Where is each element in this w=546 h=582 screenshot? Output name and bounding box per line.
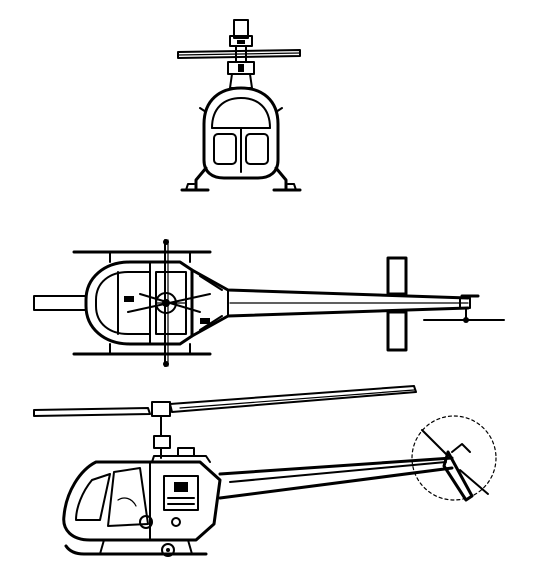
side-landing-skids — [64, 539, 208, 557]
side-view — [33, 385, 497, 557]
front-fuselage — [199, 86, 283, 180]
side-cabin — [62, 460, 222, 542]
front-landing-skids — [180, 166, 302, 192]
side-rotor-blade — [33, 385, 417, 417]
top-rotor-hub — [124, 292, 211, 324]
side-rotor-head — [151, 401, 171, 459]
top-landing-skids — [72, 250, 212, 356]
top-tail-boom — [190, 268, 470, 338]
top-view — [33, 239, 505, 367]
front-rotor-blade — [177, 49, 301, 59]
side-tail-rotor-disc — [411, 415, 497, 501]
top-horizontal-stabilizer — [386, 256, 408, 352]
side-engine-cowl — [151, 447, 211, 463]
side-tail-boom — [218, 456, 454, 500]
front-view — [177, 19, 302, 192]
top-stabilizer-bar — [33, 295, 87, 311]
top-tail-rotor — [423, 294, 505, 323]
side-tail-fin — [421, 429, 489, 502]
